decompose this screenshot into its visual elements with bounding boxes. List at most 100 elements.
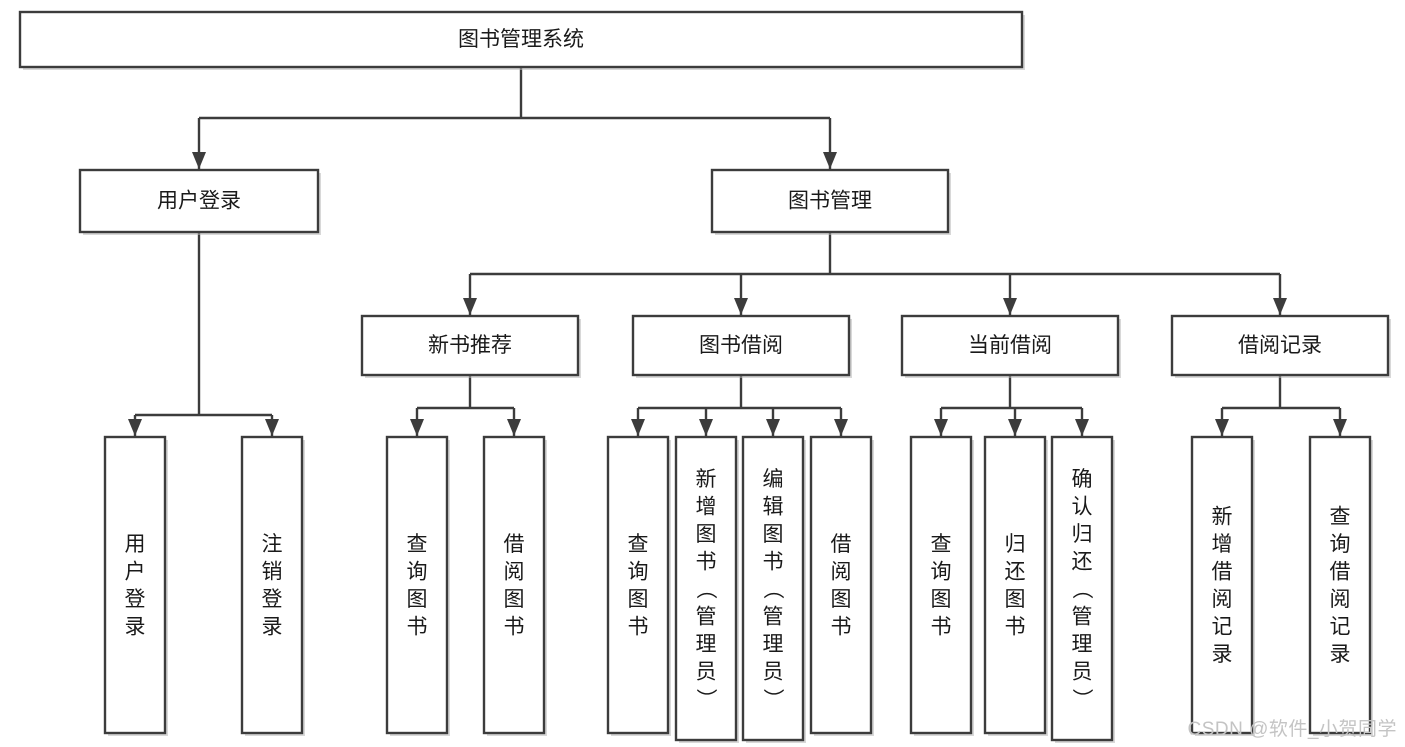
node-leaf-confirm-return-label-char: （ (1070, 578, 1093, 599)
node-leaf-edit-book-label-char: ） (761, 688, 784, 709)
node-leaf-edit-book-label-char: 管 (763, 605, 784, 628)
node-leaf-add-book-label-char: 新 (696, 468, 717, 491)
node-leaf-add-book-label-char: 员 (696, 660, 717, 683)
node-leaf-user-logout-label-char: 注 (262, 533, 283, 556)
node-leaf-query-record-label-char: 阅 (1330, 588, 1351, 611)
node-leaf-edit-book-label-char: （ (761, 578, 784, 599)
node-book-manage[interactable]: 图书管理 (710, 168, 951, 235)
node-leaf-add-record-label-char: 新 (1212, 506, 1233, 529)
node-leaf-query-book-3-label-char: 查 (931, 533, 952, 556)
arrow-head-icon (507, 419, 521, 436)
node-leaf-confirm-return-label-char: 认 (1072, 495, 1093, 518)
node-leaf-query-book-2-label-char: 查 (628, 533, 649, 556)
node-borrow-record[interactable]: 借阅记录 (1170, 314, 1391, 378)
node-leaf-add-book-label-char: ） (694, 688, 717, 709)
node-book-borrow-label: 图书借阅 (699, 334, 783, 357)
arrow-head-icon (1075, 419, 1089, 436)
node-leaf-borrow-book-1-label-char: 阅 (504, 561, 525, 584)
node-leaf-query-book-3-label-char: 图 (931, 588, 952, 611)
node-user-login-label: 用户登录 (157, 190, 241, 213)
node-current-borrow[interactable]: 当前借阅 (900, 314, 1121, 378)
node-leaf-user-login-label-char: 用 (125, 533, 146, 556)
arrow-head-icon (631, 419, 645, 436)
node-leaf-borrow-book-1-label-char: 书 (504, 616, 525, 639)
csdn-watermark: CSDN @软件_小贺同学 (1187, 719, 1397, 740)
node-leaf-add-book-label-char: 书 (696, 550, 717, 573)
node-leaf-confirm-return-label-char: 归 (1072, 523, 1093, 546)
node-leaf-query-record-label-char: 录 (1330, 643, 1351, 666)
connector-lines (128, 67, 1347, 436)
arrow-head-icon (834, 419, 848, 436)
node-leaf-user-login[interactable]: 用户登录 (103, 435, 168, 736)
node-leaf-confirm-return-label-char: 员 (1072, 660, 1093, 683)
node-boxes: 图书管理系统用户登录图书管理新书推荐图书借阅当前借阅借阅记录用户登录注销登录查询… (18, 10, 1391, 743)
node-leaf-borrow-book-2-label-char: 阅 (831, 561, 852, 584)
node-new-book-rec[interactable]: 新书推荐 (360, 314, 581, 378)
node-leaf-return-book-label-char: 归 (1005, 533, 1026, 556)
node-leaf-query-record-label-char: 查 (1330, 506, 1351, 529)
node-leaf-user-logout-label-char: 登 (262, 588, 283, 611)
node-leaf-query-book-1-label-char: 询 (407, 561, 428, 584)
node-leaf-query-book-1-label-char: 查 (407, 533, 428, 556)
arrow-head-icon (1215, 419, 1229, 436)
node-leaf-edit-book-label-char: 编 (763, 468, 784, 491)
node-leaf-query-book-3-label-char: 书 (931, 616, 952, 639)
node-leaf-edit-book-label-char: 辑 (763, 495, 784, 518)
node-leaf-user-logout-label-char: 录 (262, 616, 283, 639)
node-leaf-confirm-return-label-char: 理 (1072, 633, 1093, 656)
node-leaf-borrow-book-2-label-char: 图 (831, 588, 852, 611)
arrow-head-icon (934, 419, 948, 436)
arrow-head-icon (128, 419, 142, 436)
node-leaf-confirm-return-label-char: 确 (1072, 468, 1093, 491)
node-book-borrow[interactable]: 图书借阅 (631, 314, 852, 378)
node-user-login[interactable]: 用户登录 (78, 168, 321, 235)
node-leaf-return-book-label-char: 图 (1005, 588, 1026, 611)
node-borrow-record-label: 借阅记录 (1238, 334, 1322, 357)
node-leaf-add-book-label-char: 管 (696, 605, 717, 628)
node-leaf-add-book-label-char: 理 (696, 633, 717, 656)
arrow-head-icon (1008, 419, 1022, 436)
node-leaf-query-record-label-char: 询 (1330, 533, 1351, 556)
arrow-head-icon (410, 419, 424, 436)
arrow-head-icon (766, 419, 780, 436)
node-leaf-user-logout-label-char: 销 (262, 561, 283, 584)
node-root[interactable]: 图书管理系统 (18, 10, 1025, 70)
node-leaf-query-book-3-label-char: 询 (931, 561, 952, 584)
arrow-head-icon (265, 419, 279, 436)
node-leaf-query-book-1-label-char: 书 (407, 616, 428, 639)
node-leaf-confirm-return-label-char: 管 (1072, 605, 1093, 628)
node-leaf-add-book-label-char: 增 (696, 495, 717, 518)
node-leaf-query-record-label-char: 借 (1330, 561, 1351, 584)
node-leaf-edit-book-label-char: 员 (763, 660, 784, 683)
node-leaf-confirm-return-label-char: 还 (1072, 550, 1093, 573)
arrow-head-icon (463, 298, 477, 315)
node-leaf-borrow-book-1-label-char: 借 (504, 533, 525, 556)
node-leaf-add-record-label-char: 录 (1212, 643, 1233, 666)
node-leaf-return-book-label-char: 书 (1005, 616, 1026, 639)
node-root-label: 图书管理系统 (458, 28, 584, 51)
node-leaf-add-record-label-char: 增 (1212, 533, 1233, 556)
node-leaf-confirm-return-label-char: ） (1070, 688, 1093, 709)
node-leaf-borrow-book-2-label-char: 借 (831, 533, 852, 556)
node-leaf-add-record-label-char: 借 (1212, 561, 1233, 584)
node-leaf-query-book-1-label-char: 图 (407, 588, 428, 611)
node-book-manage-label: 图书管理 (788, 190, 872, 213)
node-leaf-user-login-label-char: 登 (125, 588, 146, 611)
node-leaf-add-book-label-char: （ (694, 578, 717, 599)
node-leaf-edit-book-label-char: 书 (763, 550, 784, 573)
node-current-borrow-label: 当前借阅 (968, 334, 1052, 357)
